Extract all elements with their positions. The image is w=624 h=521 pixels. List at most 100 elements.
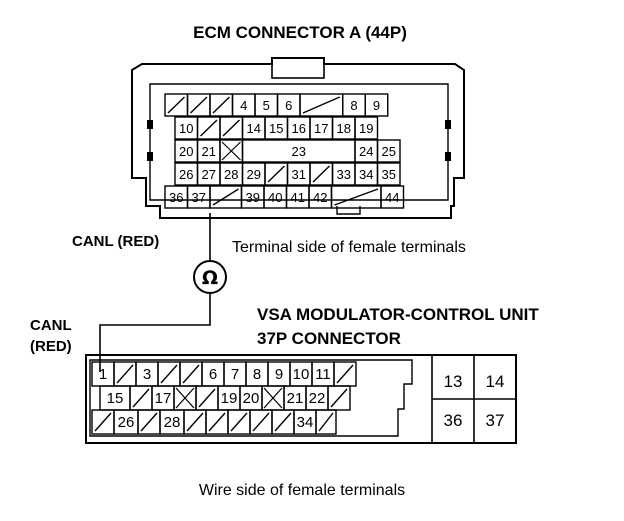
unused-pin-slash [334, 188, 379, 206]
unused-pin-slash [132, 388, 150, 408]
unused-pin-slash [94, 412, 112, 432]
unused-pin-slash [200, 119, 218, 137]
pin-number: 10 [179, 121, 193, 136]
vsa-side-pin-number: 13 [444, 372, 463, 391]
vsa-side-pin-number: 36 [444, 411, 463, 430]
unused-pin-slash [208, 412, 226, 432]
pin-number: 44 [385, 190, 399, 205]
pin-number: 35 [382, 167, 396, 182]
pin-number: 31 [292, 167, 306, 182]
vsa-connector-title-line1: VSA MODULATOR-CONTROL UNIT [257, 305, 539, 324]
unused-pin-slash [190, 96, 208, 114]
pin-number: 15 [107, 390, 124, 407]
pin-number: 20 [179, 144, 193, 159]
pin-number: 9 [373, 98, 380, 113]
unused-pin-slash [116, 364, 134, 384]
pin-number: 6 [209, 366, 217, 383]
pin-number: 6 [285, 98, 292, 113]
unused-pin-slash [312, 165, 330, 183]
unused-pin-slash [167, 96, 185, 114]
unused-pin-slash [336, 364, 354, 384]
pin-cell [354, 116, 379, 140]
pin-number: 17 [314, 121, 328, 136]
unused-pin-slash [318, 412, 334, 432]
ohm-icon: Ω [202, 267, 218, 289]
pin-number: 23 [292, 144, 306, 159]
pin-number: 28 [224, 167, 238, 182]
vsa-caption: Wire side of female terminals [199, 482, 405, 499]
ecm-connector-title: ECM CONNECTOR A (44P) [193, 23, 407, 42]
pin-number: 25 [382, 144, 396, 159]
unused-pin-slash [160, 364, 178, 384]
unused-pin-slash [222, 119, 240, 137]
pin-number: 4 [240, 98, 247, 113]
pin-number: 15 [269, 121, 283, 136]
unused-pin-slash [230, 412, 248, 432]
pin-number: 14 [247, 121, 261, 136]
unused-pin-slash [212, 188, 239, 206]
pin-cell [376, 162, 401, 186]
pin-cell [364, 93, 389, 117]
pin-number: 8 [350, 98, 357, 113]
unused-pin-slash [140, 412, 158, 432]
pin-number: 22 [309, 390, 326, 407]
unused-pin-slash [267, 165, 285, 183]
ecm-caption: Terminal side of female terminals [232, 239, 466, 256]
pin-cell [315, 409, 337, 435]
blocked-pin-cross [263, 387, 283, 409]
pin-number: 27 [202, 167, 216, 182]
vsa-connector-housing [85, 354, 517, 444]
pin-cell [376, 139, 401, 163]
pin-number: 11 [315, 366, 331, 383]
unused-pin-slash [198, 388, 216, 408]
pin-number: 37 [192, 190, 206, 205]
pin-number: 26 [118, 414, 135, 431]
pin-cell [327, 385, 351, 411]
pin-number: 33 [337, 167, 351, 182]
pin-number: 1 [99, 366, 107, 383]
pin-number: 36 [169, 190, 183, 205]
vsa-connector-title-line2: 37P CONNECTOR [257, 329, 401, 348]
vsa-canl-label-line2: (RED) [30, 338, 72, 355]
pin-number: 28 [164, 414, 181, 431]
ecm-connector-housing [131, 57, 465, 219]
unused-pin-slash [330, 388, 348, 408]
pin-number: 39 [246, 190, 260, 205]
pin-number: 34 [297, 414, 314, 431]
pin-number: 10 [293, 366, 310, 383]
pin-number: 19 [359, 121, 373, 136]
pin-number: 21 [202, 144, 216, 159]
pin-number: 40 [268, 190, 282, 205]
pin-number: 5 [263, 98, 270, 113]
blocked-pin-cross [221, 141, 241, 161]
pin-number: 16 [292, 121, 306, 136]
vsa-side-pin-number: 37 [486, 411, 505, 430]
pin-number: 18 [337, 121, 351, 136]
unused-pin-slash [274, 412, 292, 432]
pin-number: 19 [221, 390, 238, 407]
pin-cell [380, 185, 405, 209]
unused-pin-slash [186, 412, 204, 432]
pin-number: 24 [359, 144, 373, 159]
ecm-canl-label: CANL (RED) [72, 233, 159, 250]
pin-number: 8 [253, 366, 261, 383]
pin-number: 20 [243, 390, 260, 407]
unused-pin-slash [302, 96, 341, 114]
pin-number: 42 [313, 190, 327, 205]
unused-pin-slash [252, 412, 270, 432]
pin-number: 29 [247, 167, 261, 182]
pin-number: 26 [179, 167, 193, 182]
pin-number: 17 [155, 390, 172, 407]
pin-number: 7 [231, 366, 239, 383]
pin-number: 21 [287, 390, 304, 407]
vsa-canl-label-line1: CANL [30, 317, 72, 334]
unused-pin-slash [182, 364, 200, 384]
pin-number: 9 [275, 366, 283, 383]
pin-number: 41 [291, 190, 305, 205]
vsa-canl-wire [99, 293, 211, 372]
pin-number: 34 [359, 167, 373, 182]
